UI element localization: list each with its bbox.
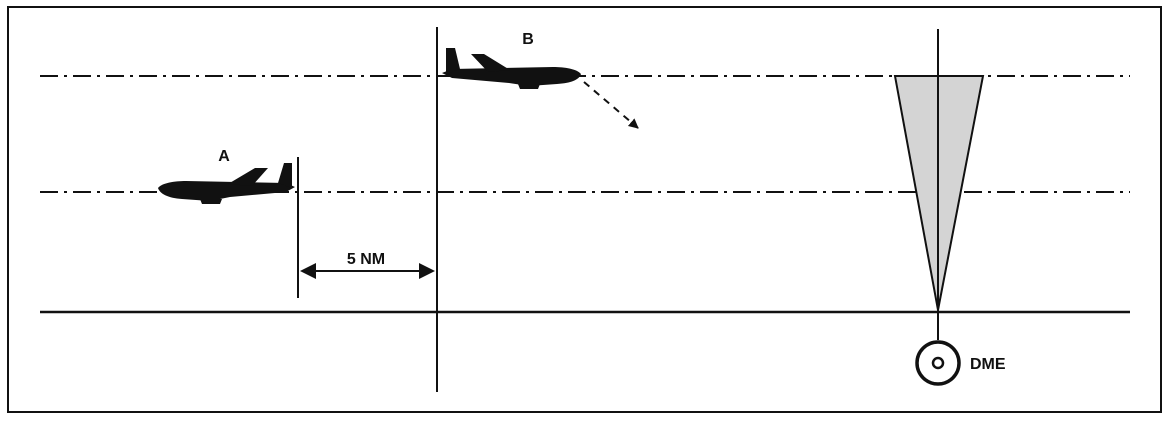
separation-label: 5 NM bbox=[347, 251, 385, 268]
dme-station-icon bbox=[915, 340, 961, 386]
diagram-frame bbox=[7, 6, 1162, 413]
separation-arrow-icon bbox=[300, 263, 435, 279]
aircraft-a-label: A bbox=[218, 148, 230, 165]
aircraft-a-icon bbox=[158, 163, 295, 204]
aircraft-b-icon bbox=[442, 48, 581, 89]
dme-label: DME bbox=[970, 356, 1006, 373]
descent-arrow-icon bbox=[583, 81, 639, 129]
aircraft-b-label: B bbox=[522, 31, 534, 48]
